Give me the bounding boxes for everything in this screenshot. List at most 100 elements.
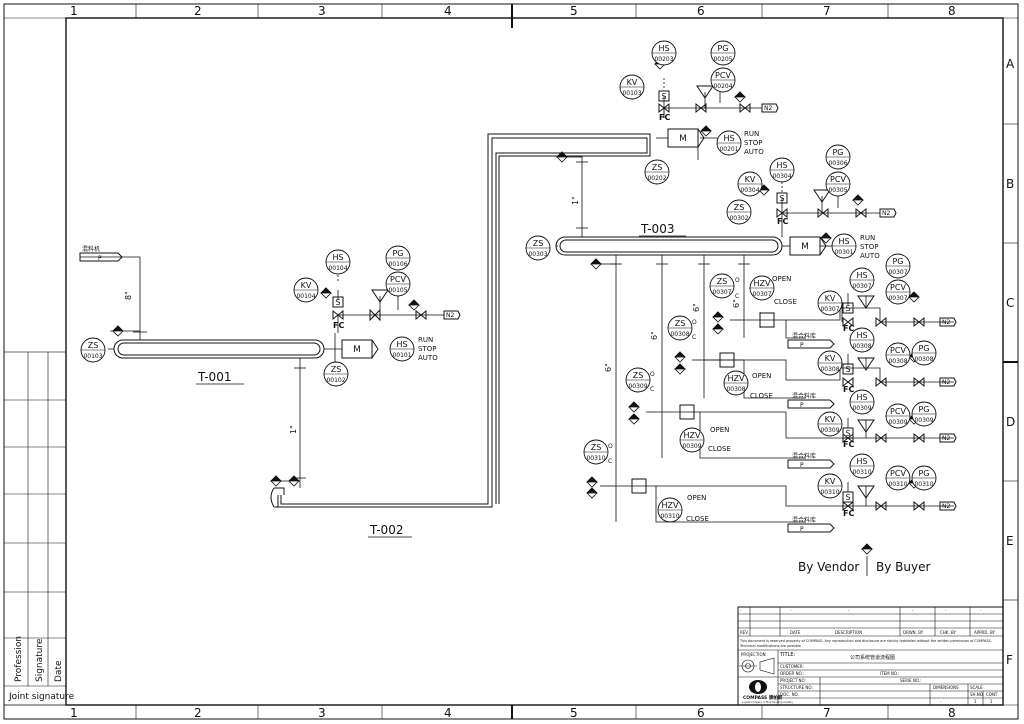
- col-label: 5: [570, 706, 578, 720]
- solenoid-s: S: [845, 365, 850, 374]
- kv-number: 00308: [820, 366, 839, 373]
- col-label: 1: [70, 706, 78, 720]
- n2-label: N2: [446, 312, 454, 319]
- pcv-tag: PCV: [890, 283, 906, 292]
- fc-label: FC: [659, 113, 670, 122]
- diagram-labels: T-001 T-002 T-003 混料机 P 8" 1" 1" 6" 6" 6…: [82, 92, 950, 538]
- tb-scale: SCALE: [970, 685, 983, 690]
- motor-m: M: [801, 242, 809, 252]
- col-label: 1: [70, 4, 78, 18]
- solenoid-s: S: [845, 429, 850, 438]
- process-lines: [80, 78, 954, 523]
- row-label: C: [1006, 296, 1014, 310]
- kv-number: 00104: [296, 293, 315, 300]
- solenoid-s: S: [845, 493, 850, 502]
- kv-tag: KV: [301, 281, 312, 290]
- mix-tank-label: 混合料库: [792, 452, 816, 460]
- tb-dash: -: [912, 608, 914, 613]
- tb-disclaimer: Technical modifications are possible: [739, 644, 801, 648]
- hs-tag: HS: [856, 393, 867, 402]
- zs-tag: ZS: [717, 277, 728, 286]
- tb-order-no: ORDER NO.:: [780, 671, 804, 676]
- hs-tag: HS: [723, 134, 734, 143]
- col-label: 2: [194, 706, 202, 720]
- pcv-number: 00105: [388, 287, 407, 294]
- hzv-number: 00308: [726, 386, 745, 393]
- pcv-number: 00308: [888, 358, 907, 365]
- pcv-number: 00307: [888, 295, 907, 302]
- pos-o: O: [650, 371, 655, 378]
- kv-tag: KV: [825, 415, 836, 424]
- kv-number: 00309: [820, 427, 839, 434]
- pg-number: 00306: [828, 160, 847, 167]
- kv-tag: KV: [825, 354, 836, 363]
- hzv-tag: HZV: [662, 501, 679, 510]
- pcv-number: 00310: [888, 481, 907, 488]
- auto-label: AUTO: [744, 148, 764, 156]
- pipe-size: 6": [604, 363, 613, 372]
- stop-label: STOP: [744, 139, 762, 147]
- kv-tag: KV: [825, 477, 836, 486]
- tb-chk: CHK. BY: [940, 630, 956, 635]
- row-label: D: [1006, 415, 1015, 429]
- hs-tag: HS: [776, 161, 787, 170]
- pg-number: 00309: [914, 417, 933, 424]
- zs-number: 00102: [326, 377, 345, 384]
- zs-tag: ZS: [88, 341, 99, 350]
- hs-tag: HS: [856, 331, 867, 340]
- col-label: 6: [697, 706, 705, 720]
- zs-tag: ZS: [734, 203, 745, 212]
- col-label: 2: [194, 4, 202, 18]
- tb-projection: PROJECTION: [741, 652, 766, 657]
- n2-label: N2: [882, 210, 890, 217]
- tb-customer: CUSTOMER:: [780, 664, 804, 669]
- logo-sub: a great company in fluid handling indust…: [742, 701, 793, 704]
- mix-tank-p: P: [800, 342, 804, 349]
- n2-label: N2: [942, 435, 950, 442]
- pg-tag: PG: [392, 249, 403, 258]
- mix-tank-p: P: [800, 462, 804, 469]
- open-label: OPEN: [752, 372, 771, 380]
- fc-label: FC: [333, 321, 344, 330]
- close-label: CLOSE: [774, 298, 797, 306]
- hs-tag: HS: [658, 44, 669, 53]
- pcv-tag: PCV: [390, 275, 406, 284]
- solenoid-s: S: [335, 298, 340, 307]
- pos-c: C: [735, 293, 739, 300]
- zs-number: 00307: [712, 289, 731, 296]
- zs-tag: ZS: [331, 365, 342, 374]
- col-label: 4: [444, 706, 452, 720]
- col-label: 5: [570, 4, 578, 18]
- legend-buyer: By Buyer: [876, 560, 930, 574]
- col-label: 3: [318, 706, 326, 720]
- tb-project-no: PROJECT NO:: [780, 678, 806, 683]
- feed-p: P: [98, 255, 102, 262]
- pcv-tag: PCV: [715, 71, 731, 80]
- zs-tag: ZS: [675, 319, 686, 328]
- hs-number: 00104: [328, 265, 347, 272]
- tank-t001-label: T-001: [197, 370, 231, 384]
- pipe-size: 6": [650, 331, 659, 340]
- joint-signature-label: Joint signature: [8, 692, 75, 702]
- legend: By Vendor By Buyer: [798, 543, 930, 576]
- hs-number: 00307: [852, 283, 871, 290]
- kv-number: 00307: [820, 306, 839, 313]
- tb-dimensions: DIMENSIONS: [933, 685, 959, 690]
- run-label: RUN: [860, 234, 875, 242]
- tb-cont: CONT: [986, 692, 998, 697]
- n2-label: N2: [764, 105, 772, 112]
- tb-drwn: DRWN. BY: [903, 630, 924, 635]
- pos-o: O: [692, 319, 697, 326]
- run-label: RUN: [418, 336, 433, 344]
- tank-t003-label: T-003: [640, 222, 674, 236]
- mix-tank-label: 混合料库: [792, 516, 816, 524]
- col-label: 4: [444, 4, 452, 18]
- hs-number: 00301: [834, 249, 853, 256]
- title-block-text: - - - - - - REV. DATE DESCRIPTION DRWN. …: [739, 608, 998, 704]
- tb-dash: -: [790, 608, 792, 613]
- pcv-number: 00305: [828, 187, 847, 194]
- zs-tag: ZS: [591, 443, 602, 452]
- tb-title: TITLE:: [779, 652, 796, 658]
- solenoid-s: S: [845, 304, 850, 313]
- fc-label: FC: [843, 385, 854, 394]
